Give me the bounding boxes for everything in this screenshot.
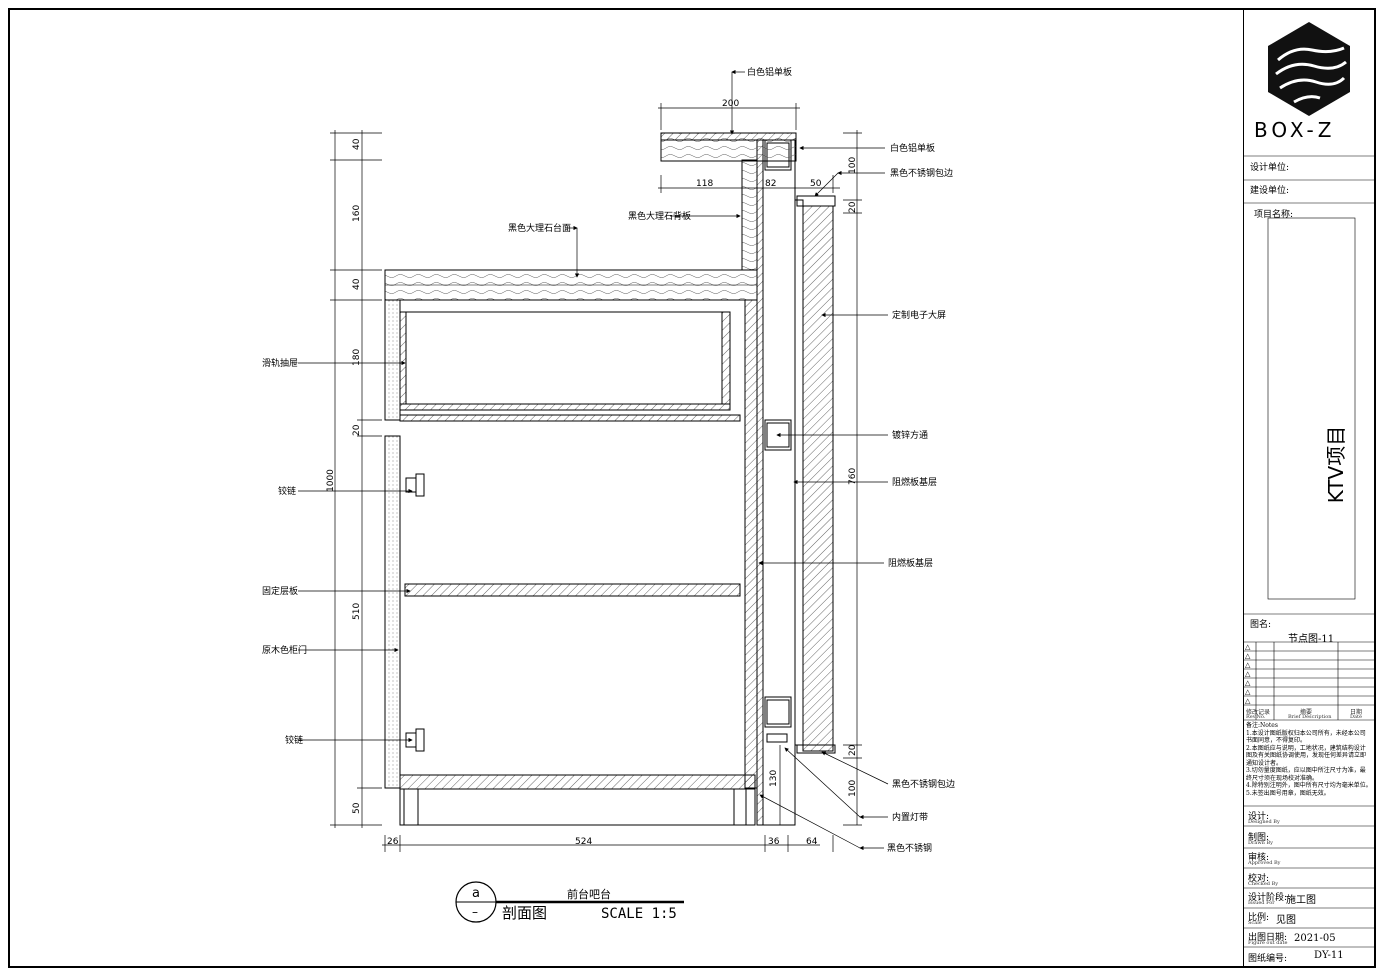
label-galv-tube: 镀锌方通 — [892, 429, 928, 441]
checked-en: Checked By — [1248, 881, 1279, 887]
date-label: 出图日期: — [1248, 933, 1288, 943]
caption-title: 剖面图 — [502, 904, 547, 922]
label-black-ss-edge-bottom: 黑色不锈钢包边 — [892, 778, 955, 790]
label-custom-screen: 定制电子大屏 — [892, 309, 946, 321]
caption-scale: SCALE 1:5 — [601, 906, 677, 922]
date-en: Figure out date — [1248, 940, 1288, 946]
dim-1000: 1000 — [326, 469, 336, 492]
caption-symbol-top: a — [472, 886, 480, 901]
label-white-alu-right: 白色铝单板 — [890, 142, 935, 154]
scale-label: 比例: — [1248, 913, 1270, 923]
approved-en: Approved By — [1248, 860, 1281, 866]
dim-20-top: 20 — [848, 201, 858, 213]
boxz-logo-icon — [1268, 22, 1350, 116]
label-wood-door: 原木色柜门 — [262, 644, 307, 656]
title-block-lines — [1244, 155, 1375, 948]
label-slide-drawer: 滑轨抽屉 — [262, 357, 298, 369]
build-unit-label: 建设单位: — [1250, 186, 1290, 196]
dim-20-bottom: 20 — [848, 744, 858, 756]
label-fr-board-2: 阻燃板基层 — [888, 557, 933, 569]
number-label: 图纸编号: — [1248, 954, 1288, 964]
dim-50: 50 — [810, 179, 822, 189]
date-value: 2021-05 — [1294, 933, 1336, 944]
label-black-ss: 黑色不锈钢 — [887, 842, 932, 854]
hinge-bottom-shape — [405, 728, 425, 752]
dim-26: 26 — [387, 837, 399, 847]
label-black-marble-back: 黑色大理石背板 — [628, 210, 691, 222]
scale-en: Scale — [1248, 920, 1262, 926]
label-hinge-top: 铰链 — [278, 485, 296, 497]
rev-desc-label: 摘要 — [1300, 709, 1313, 716]
label-black-marble-top: 黑色大理石台面 — [508, 222, 571, 234]
rev-no-en: Rev.No. — [1246, 714, 1266, 720]
dim-118: 118 — [696, 179, 713, 189]
dim-510: 510 — [352, 603, 362, 620]
dim-760: 760 — [848, 468, 858, 485]
cabinet-body — [384, 132, 836, 826]
title-block: BOX-Z 设计单位: 建设单位: 项目名称: KTV项目 图名: 节点图-11… — [1243, 10, 1375, 966]
label-black-ss-edge-top: 黑色不锈钢包边 — [890, 167, 953, 179]
label-white-alu-top: 白色铝单板 — [747, 66, 792, 78]
hinge-top-shape — [405, 473, 425, 497]
label-hinge-bottom: 铰链 — [285, 734, 303, 746]
dim-50-left: 50 — [352, 802, 362, 814]
drawing-caption: a – 前台吧台 剖面图 SCALE 1:5 — [455, 881, 684, 923]
stage-en: Issued For — [1248, 900, 1275, 906]
notes: 备注:Notes 1.本设计图纸版权归本公司所有，未经本公司 书面同意，不得复印… — [1246, 722, 1372, 797]
dim-36: 36 — [768, 837, 780, 847]
stage-value: 施工图 — [1286, 895, 1316, 906]
label-led-strip: 内置灯带 — [892, 811, 928, 823]
rev-date-label: 日期 — [1350, 709, 1363, 716]
dim-160: 160 — [352, 205, 362, 222]
caption-subtitle: 前台吧台 — [567, 887, 611, 901]
caption-symbol-bottom: – — [472, 905, 478, 919]
number-value: DY-11 — [1314, 950, 1344, 961]
label-fr-board-1: 阻燃板基层 — [892, 476, 937, 488]
dim-100-top: 100 — [848, 157, 858, 174]
approved-label: 审核: — [1248, 853, 1270, 863]
dim-180: 180 — [352, 349, 362, 366]
logo-text: BOX-Z — [1254, 118, 1336, 142]
dim-524: 524 — [575, 837, 592, 847]
drawn-en: Drawn By — [1248, 840, 1273, 846]
dim-100-bottom: 100 — [848, 780, 858, 797]
dim-20-left: 20 — [352, 424, 362, 436]
drawing-frame — [8, 8, 1376, 968]
designed-label: 设计: — [1248, 812, 1270, 822]
project-name-label: 项目名称: — [1254, 210, 1294, 220]
designed-en: Designed By — [1248, 819, 1280, 825]
drawing-name-label: 图名: — [1250, 620, 1272, 630]
dim-40-a: 40 — [352, 138, 362, 150]
rev-desc-en: Brief Description — [1288, 714, 1332, 720]
label-fixed-shelf: 固定层板 — [262, 585, 298, 597]
dim-130: 130 — [769, 770, 779, 787]
dim-64: 64 — [806, 837, 818, 847]
dim-200: 200 — [722, 99, 739, 109]
project-name: KTV项目 — [1324, 425, 1349, 504]
section-drawing: 白色铝单板 白色铝单板 黑色不锈钢包边 黑色大理石背板 黑色大理石台面 定制电子… — [262, 66, 955, 923]
dim-40-b: 40 — [352, 278, 362, 290]
drawn-label: 制图: — [1248, 833, 1270, 843]
checked-label: 校对: — [1248, 874, 1270, 884]
revision-symbols: △△△△△△△ — [1245, 643, 1251, 705]
rev-date-en: Date — [1350, 714, 1362, 720]
rev-no-label: 修改记录 — [1246, 709, 1271, 716]
design-unit-label: 设计单位: — [1250, 163, 1290, 173]
scale-value: 见图 — [1276, 915, 1296, 926]
stage-label: 设计阶段: — [1248, 893, 1288, 903]
drawing-name: 节点图-11 — [1288, 634, 1335, 645]
dim-82: 82 — [765, 179, 776, 189]
